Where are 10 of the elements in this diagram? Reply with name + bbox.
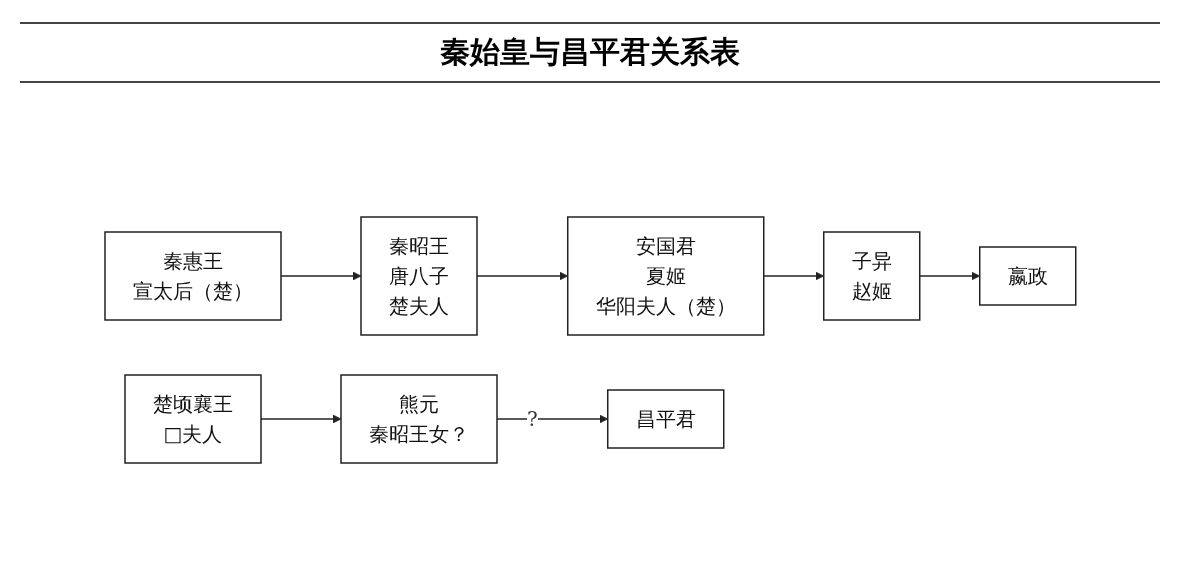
node-box: 子异 赵姬 bbox=[822, 230, 921, 321]
node-box: 秦昭王 唐八子 楚夫人 bbox=[359, 215, 478, 336]
node-box: 嬴政 bbox=[978, 245, 1077, 306]
node-box: 楚顷襄王 □夫人 bbox=[123, 373, 262, 464]
node-box: 昌平君 bbox=[606, 388, 725, 449]
node-box: 秦惠王 宣太后（楚） bbox=[103, 230, 282, 321]
node-box: 安国君 夏姬 华阳夫人（楚） bbox=[566, 215, 765, 336]
node-box: 熊元 秦昭王女？ bbox=[339, 373, 498, 464]
title: 秦始皇与昌平君关系表 bbox=[20, 22, 1160, 83]
edge-label: ? bbox=[526, 406, 538, 431]
